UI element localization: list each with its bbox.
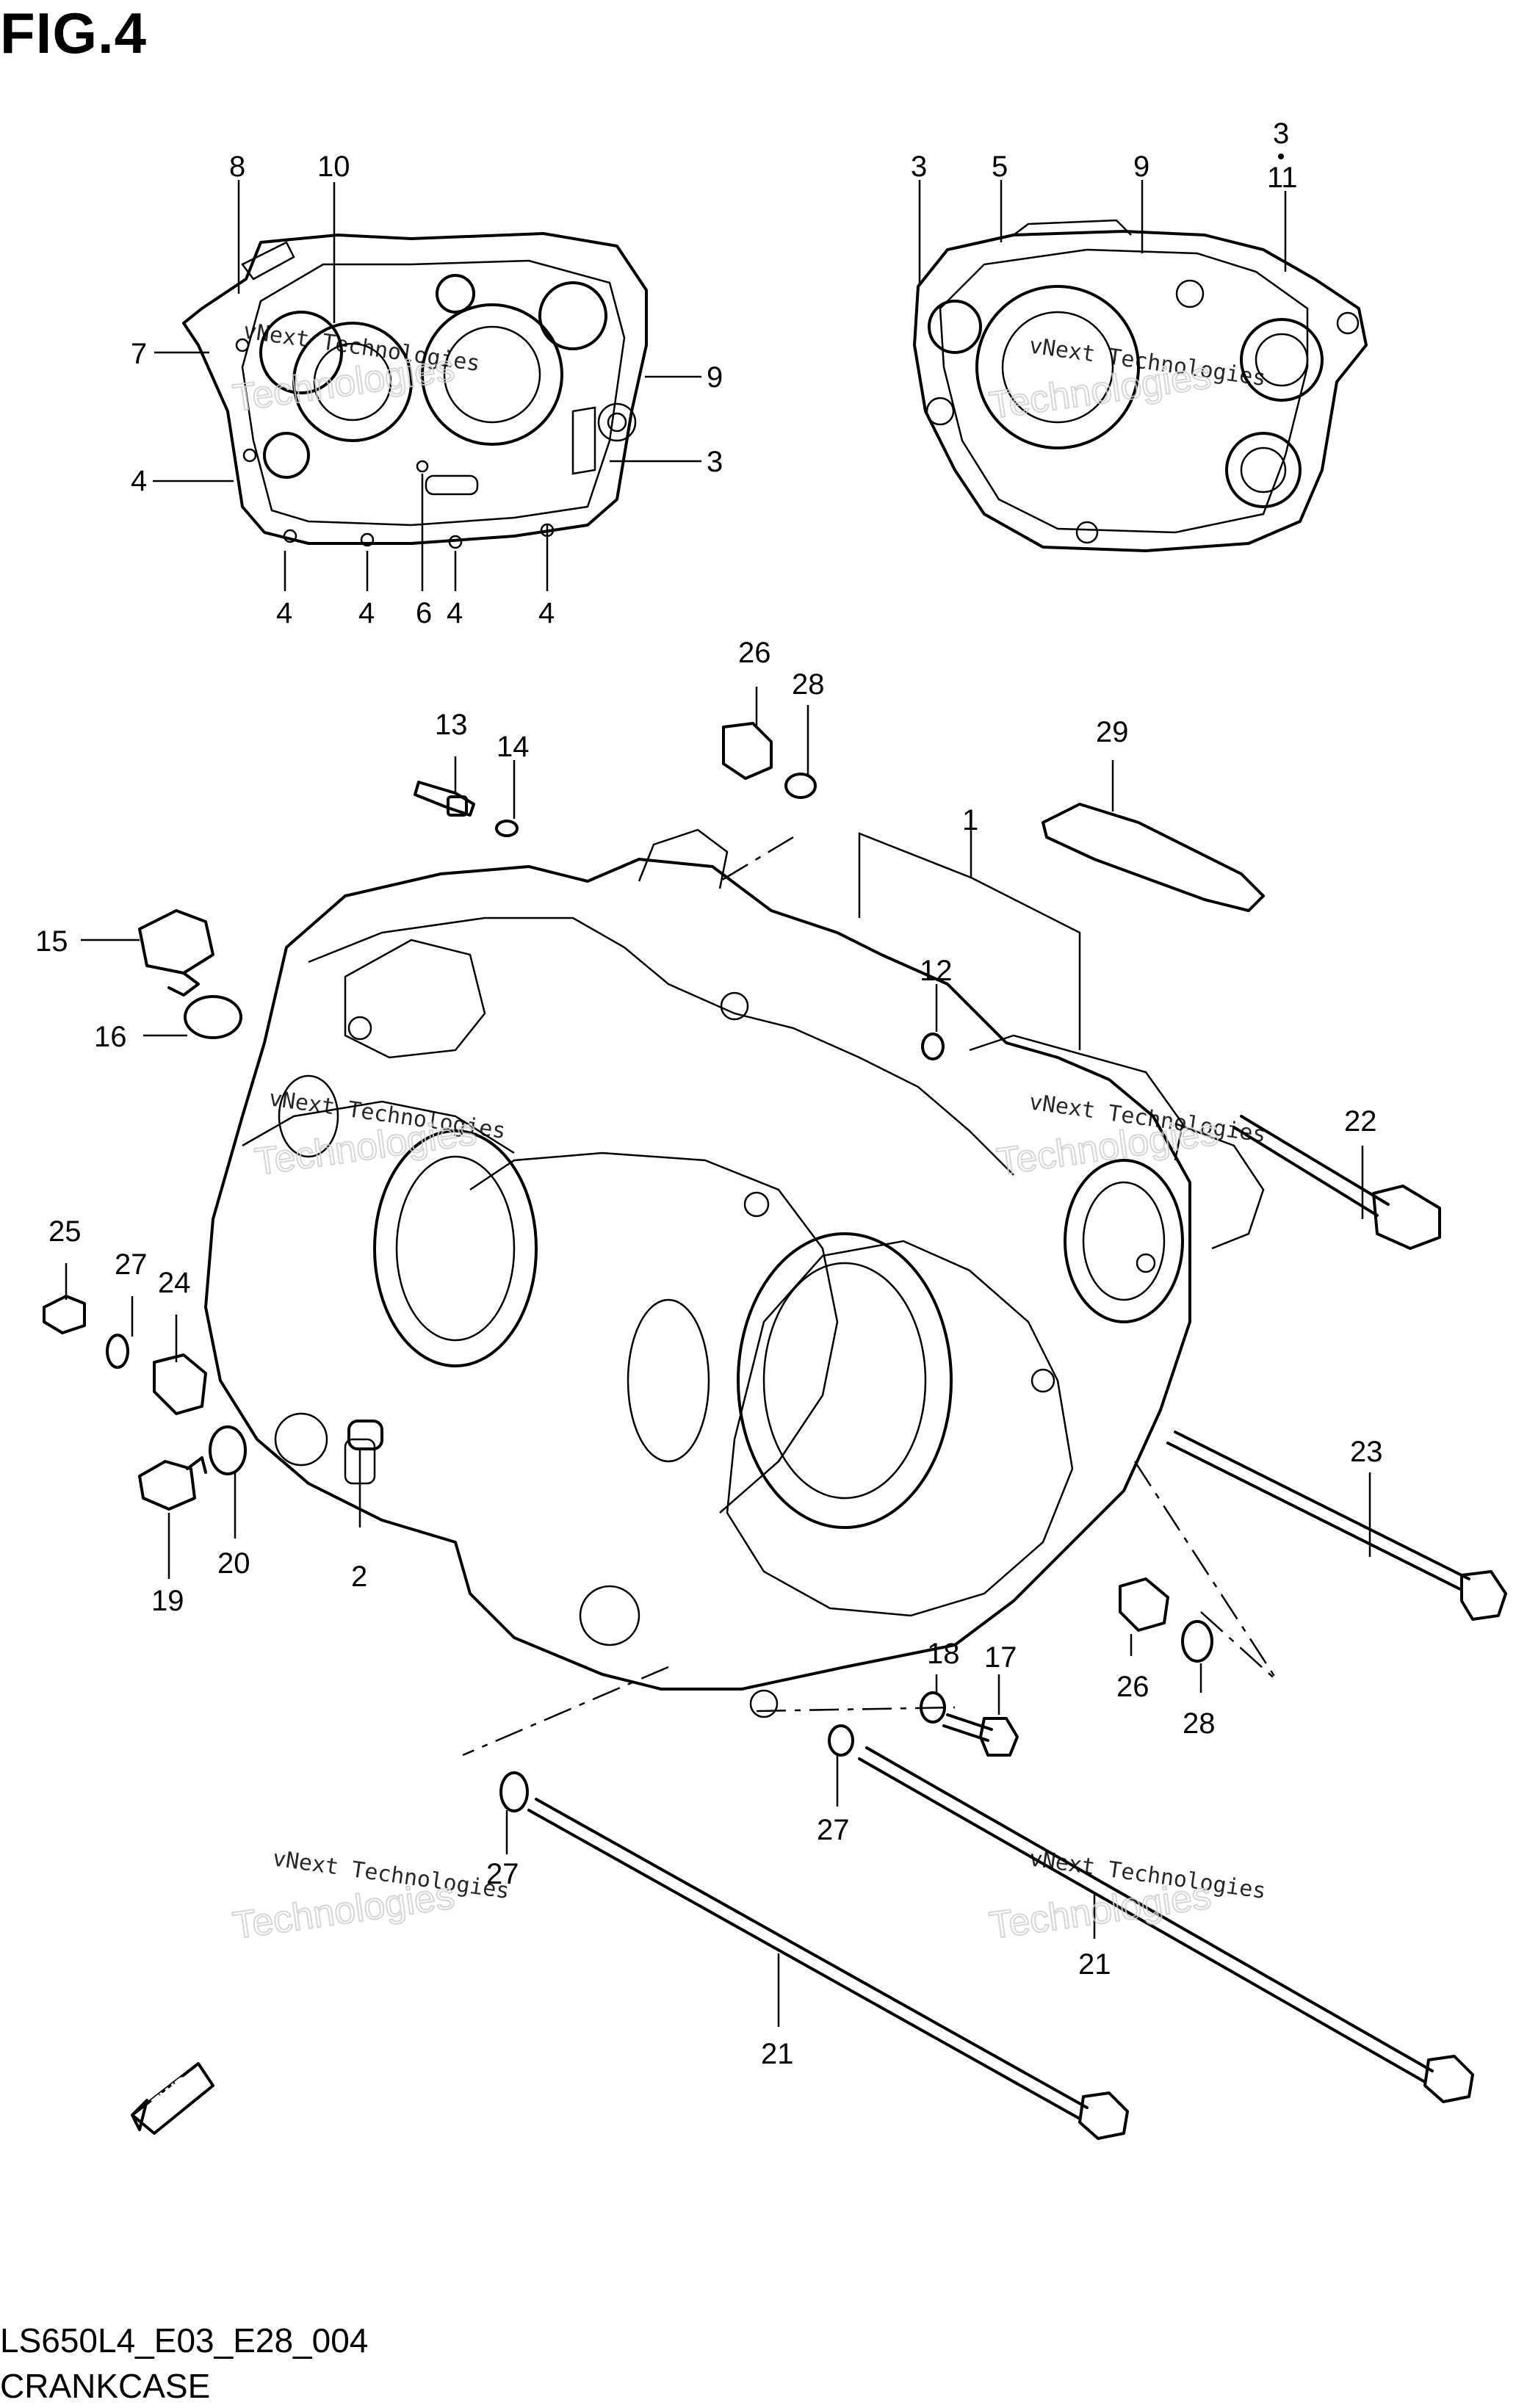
callout-labels: 8 10 7 4 4 4 6 4 4 9 3 3 5 9 3 11 26 28 … (35, 117, 1383, 2070)
callout-18: 18 (927, 1638, 960, 1670)
part-17-bolt (942, 1713, 1019, 1757)
callout-11: 11 (1267, 162, 1298, 194)
watermark-outline: Technologies (987, 1874, 1214, 1948)
callout-19: 19 (151, 1585, 184, 1617)
callout-4: 4 (358, 597, 375, 629)
callout-9: 9 (707, 361, 723, 394)
callout-9: 9 (1133, 151, 1149, 183)
leader-lines (65, 180, 1371, 2027)
part-27-washer-middle (828, 1724, 854, 1757)
part-16-o-ring (184, 995, 242, 1039)
part-23-stud (1166, 1431, 1507, 1621)
watermark-group: vNext Technologies vNext Technologies vN… (230, 318, 1268, 1948)
callout-23: 23 (1350, 1436, 1383, 1468)
callout-4: 4 (447, 597, 463, 629)
callout-3: 3 (1273, 117, 1289, 150)
callout-22: 22 (1344, 1105, 1377, 1138)
left-crankcase-half-view (182, 232, 648, 549)
part-12-washer (921, 1033, 945, 1060)
callout-14: 14 (497, 731, 530, 763)
callout-10: 10 (317, 151, 350, 183)
diagram-name: CRANKCASE (0, 2367, 211, 2405)
part-20-washer (209, 1425, 247, 1475)
figure-title: FIG.4 (0, 1, 148, 65)
part-27-washer-left (106, 1334, 129, 1369)
part-22-bolt (1232, 1115, 1441, 1250)
right-crankcase-half-view (913, 219, 1368, 552)
part-15-oil-filler-cap (138, 909, 214, 997)
callout-17: 17 (984, 1641, 1017, 1674)
part-21-bolt-upper (858, 1746, 1474, 2103)
callout-27: 27 (817, 1814, 850, 1846)
watermark-outline: Technologies (231, 1874, 458, 1948)
callout-29: 29 (1096, 716, 1129, 748)
part-27-washer-bottom (499, 1771, 529, 1812)
fwd-label: FWD (147, 2071, 195, 2115)
part-29-cover (1042, 803, 1265, 912)
callout-20: 20 (217, 1547, 250, 1580)
part-19-drain-bolt (138, 1456, 207, 1511)
part-26-nut-right (1119, 1577, 1169, 1632)
callout-16: 16 (94, 1021, 127, 1053)
callout-26: 26 (738, 637, 771, 669)
callout-4: 4 (538, 597, 555, 629)
diagram-code: LS650L4_E03_E28_004 (0, 2321, 369, 2360)
part-14-washer (495, 820, 519, 837)
part-21-bolt-lower (527, 1798, 1129, 2140)
callout-5: 5 (992, 151, 1008, 183)
callout-8: 8 (229, 151, 245, 183)
part-28-washer-top (784, 773, 817, 799)
callout-27: 27 (115, 1248, 148, 1281)
callout-4: 4 (131, 465, 147, 497)
callout-15: 15 (35, 925, 68, 958)
part-2-dowel-pin (347, 1420, 383, 1450)
part-25-plug (43, 1295, 86, 1334)
callout-2: 2 (351, 1561, 367, 1593)
callout-21: 21 (761, 2038, 794, 2070)
callout-4: 4 (276, 597, 292, 629)
callout-28: 28 (1183, 1707, 1216, 1740)
part-24-plug (153, 1353, 207, 1415)
callout-25: 25 (48, 1215, 82, 1248)
part-13-switch (414, 781, 475, 817)
callout-13: 13 (435, 709, 468, 741)
callout-21: 21 (1078, 1948, 1111, 1981)
callout-26: 26 (1116, 1671, 1149, 1703)
callout-3: 3 (911, 151, 927, 183)
callout-28: 28 (792, 668, 825, 701)
part-26-nut-top (722, 722, 773, 780)
fwd-arrow-icon: FWD (131, 2062, 214, 2135)
callout-24: 24 (158, 1267, 191, 1299)
callout-7: 7 (131, 338, 147, 370)
callout-1: 1 (962, 804, 978, 836)
crankcase-assembly (204, 828, 1265, 1718)
callout-3: 3 (707, 446, 723, 478)
part-28-washer-right (1181, 1620, 1213, 1663)
callout-6: 6 (416, 597, 432, 629)
callout-27: 27 (486, 1858, 519, 1890)
callout-12: 12 (920, 955, 953, 987)
